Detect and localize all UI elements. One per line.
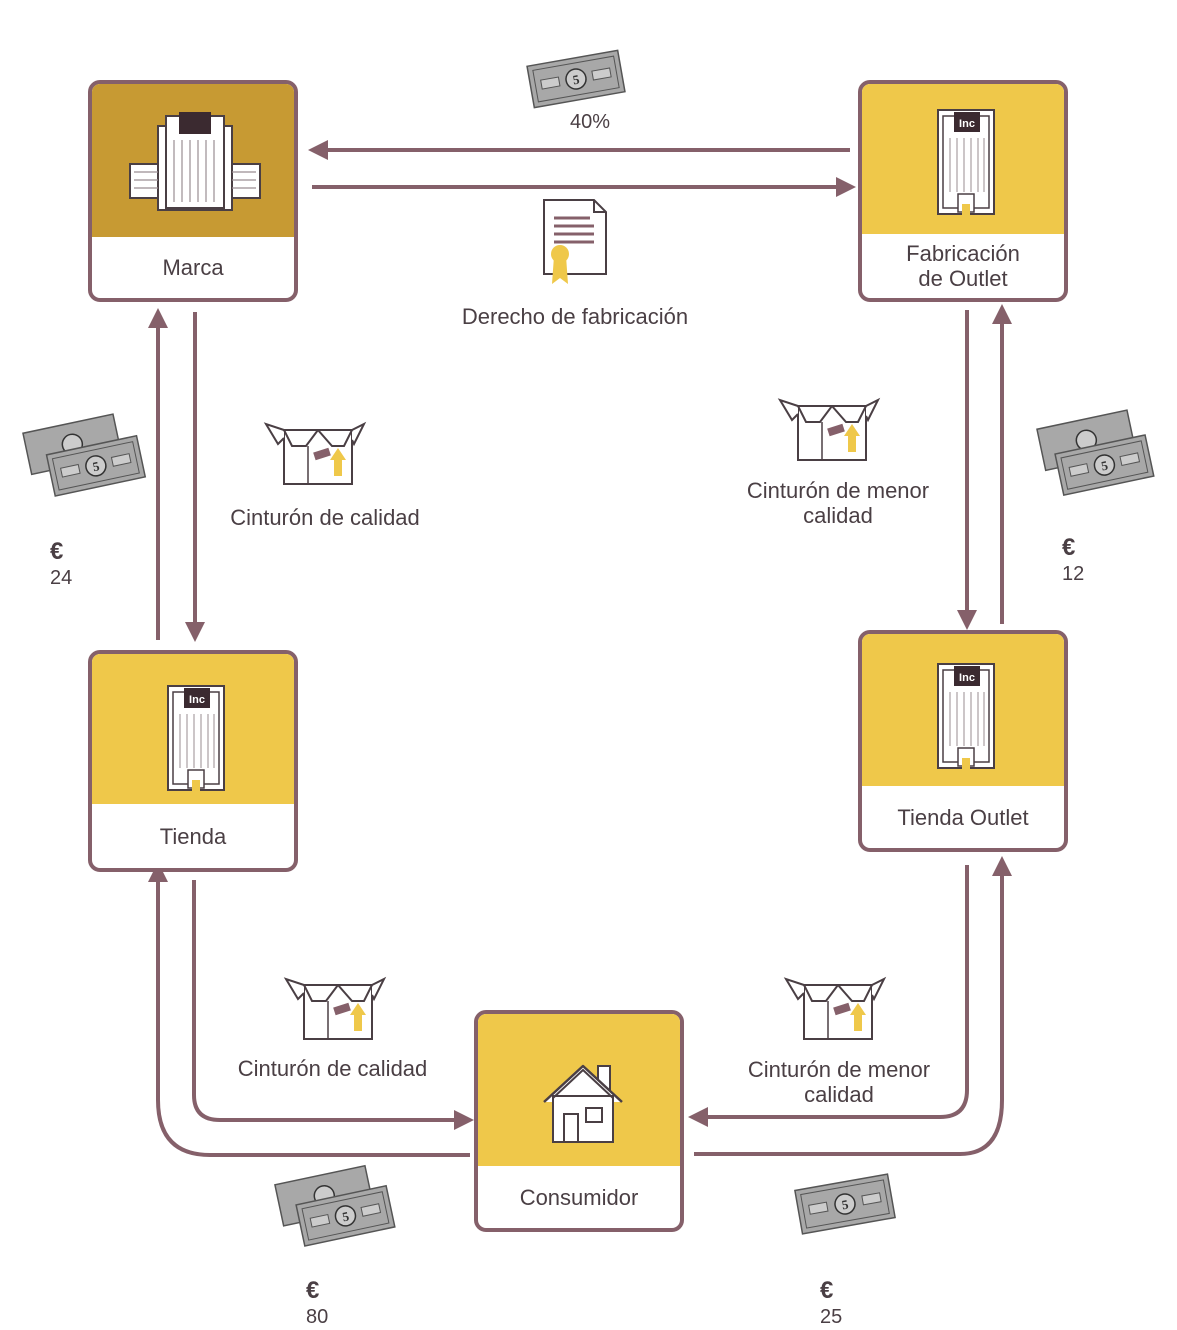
svg-text:Inc: Inc <box>959 118 975 130</box>
node-consumidor-fill <box>478 1014 680 1166</box>
inc-building-icon: Inc <box>167 685 225 792</box>
svg-text:5: 5 <box>572 71 581 87</box>
euro-icon: € <box>1062 534 1076 561</box>
banknotes-icon: 5 <box>22 413 147 497</box>
quality-belt-bottom-label: Cinturón de calidad <box>237 1056 428 1081</box>
svg-text:5: 5 <box>341 1208 351 1224</box>
arrow-consumer-pays-tienda <box>148 862 470 1157</box>
svg-text:Inc: Inc <box>959 672 975 684</box>
shipping-box-icon <box>777 397 881 461</box>
node-consumidor: Consumidor <box>474 1010 684 1232</box>
certificate-icon <box>543 199 607 284</box>
svg-text:Inc: Inc <box>189 694 205 706</box>
node-marca: Marca <box>88 80 298 302</box>
lower-quality-belt-right-label: Cinturón de menor calidad <box>746 478 930 528</box>
node-marca-label: Marca <box>162 255 224 280</box>
manufacturing-right-label: Derecho de fabricación <box>461 304 689 329</box>
euro-icon: € <box>50 538 64 565</box>
node-fabricacion-label: Fabricación de Outlet <box>906 241 1020 291</box>
office-building-icon <box>129 112 261 211</box>
node-tienda-outlet-label: Tienda Outlet <box>897 804 1029 830</box>
arrow-outlet-ships-consumer <box>688 865 969 1127</box>
inc-building-icon: Inc <box>937 663 995 770</box>
banknotes-icon: 5 <box>1036 409 1155 497</box>
node-fabricacion-outlet: Inc Fabricación de Outlet <box>858 80 1068 302</box>
node-tienda: Inc Tienda <box>88 650 298 872</box>
euro-icon: € <box>306 1277 320 1304</box>
price-outlet-to-fabricacion: € 12 <box>1062 534 1085 585</box>
royalty-percent-label: 40% <box>569 111 611 133</box>
euro-icon: € <box>820 1277 834 1304</box>
inc-building-icon: Inc <box>937 109 995 216</box>
node-tienda-label: Tienda <box>159 823 227 849</box>
svg-text:5: 5 <box>91 458 101 474</box>
shipping-box-icon <box>283 976 387 1040</box>
node-consumidor-label: Consumidor <box>519 1184 639 1210</box>
price-tienda-to-marca: € 24 <box>50 538 73 589</box>
banknote-icon: 5 <box>794 1173 896 1235</box>
node-tienda-outlet: Inc Tienda Outlet <box>858 630 1068 852</box>
svg-text:5: 5 <box>841 1196 850 1212</box>
arrow-consumer-pays-outlet <box>694 856 1012 1156</box>
banknotes-icon: 5 <box>274 1164 396 1247</box>
node-marca-fill <box>92 84 294 237</box>
shipping-box-icon <box>263 421 367 485</box>
quality-belt-left-label: Cinturón de calidad <box>230 505 420 530</box>
banknote-icon: 5 <box>526 49 626 109</box>
node-tienda-outlet-fill: Inc <box>862 634 1064 786</box>
price-consumer-to-tienda: € 80 <box>306 1277 329 1328</box>
shipping-box-icon <box>783 976 887 1040</box>
svg-text:5: 5 <box>1100 457 1110 473</box>
house-icon <box>543 1064 623 1143</box>
arrow-tienda-ships-consumer <box>192 880 474 1130</box>
node-tienda-fill: Inc <box>92 654 294 804</box>
flow-diagram <box>148 140 1012 1157</box>
node-fabricacion-fill: Inc <box>862 84 1064 234</box>
lower-quality-belt-bottom-label: Cinturón de menor calidad <box>747 1057 931 1107</box>
price-consumer-to-outlet: € 25 <box>820 1277 843 1328</box>
